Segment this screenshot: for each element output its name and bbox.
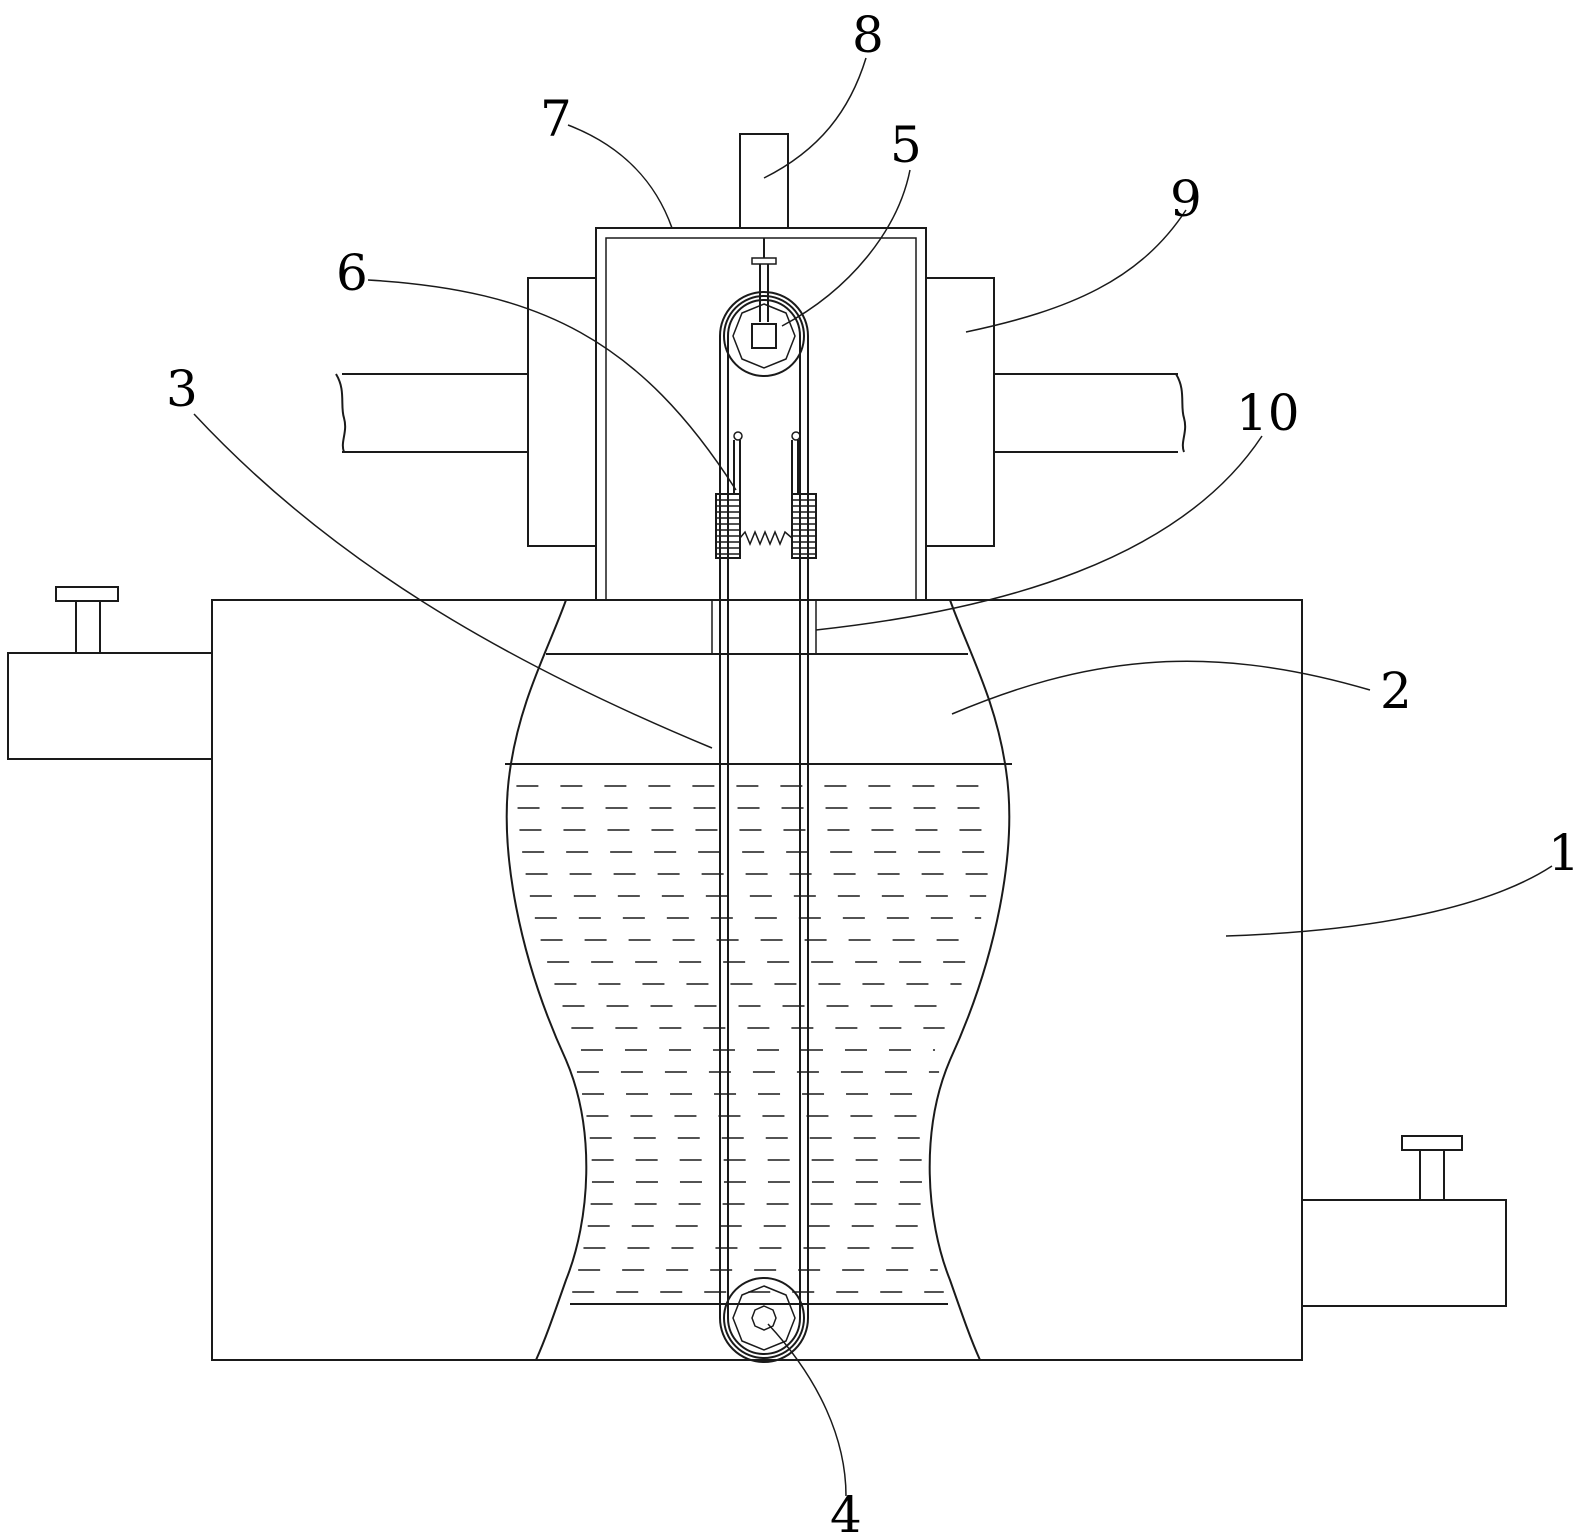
label-2: 2: [1380, 662, 1412, 720]
curved-vessel: [505, 599, 1011, 1361]
motor: [739, 133, 789, 322]
leader-5: [781, 169, 911, 327]
tank-body: [211, 599, 1303, 1361]
liquid-dash-lines: [516, 785, 1000, 1293]
leader-8: [763, 57, 867, 179]
leader-3: [193, 413, 713, 749]
leader-6: [367, 279, 737, 491]
label-10: 10: [1236, 384, 1300, 442]
label-6: 6: [336, 244, 368, 302]
leader-2: [951, 660, 1371, 715]
lower-wheel: [723, 1277, 805, 1359]
callout-labels: 1 2 3 4 5 6 7 8 9 10: [166, 6, 1578, 1538]
label-4: 4: [830, 1486, 862, 1538]
outlet-pipe-right: [1301, 1135, 1507, 1307]
label-3: 3: [166, 360, 198, 418]
leader-lines: [193, 57, 1553, 1497]
label-7: 7: [540, 90, 572, 148]
leader-9: [965, 209, 1187, 333]
label-9: 9: [1170, 170, 1202, 228]
shaft-right: [994, 373, 1187, 453]
leader-1: [1225, 865, 1553, 937]
shaft-left: [335, 373, 528, 453]
tensioner: [715, 431, 817, 559]
guide-slot: [711, 600, 817, 654]
leader-10: [815, 435, 1263, 631]
label-1: 1: [1548, 824, 1578, 882]
label-5: 5: [890, 116, 922, 174]
inlet-pipe-left: [7, 586, 213, 760]
leader-4: [767, 1323, 847, 1497]
upper-wheel: [723, 295, 805, 377]
label-8: 8: [852, 6, 884, 64]
tensioner-coils: [716, 499, 816, 555]
liquid: [505, 763, 1012, 1305]
leader-7: [567, 124, 673, 229]
side-clamps: [527, 277, 995, 547]
